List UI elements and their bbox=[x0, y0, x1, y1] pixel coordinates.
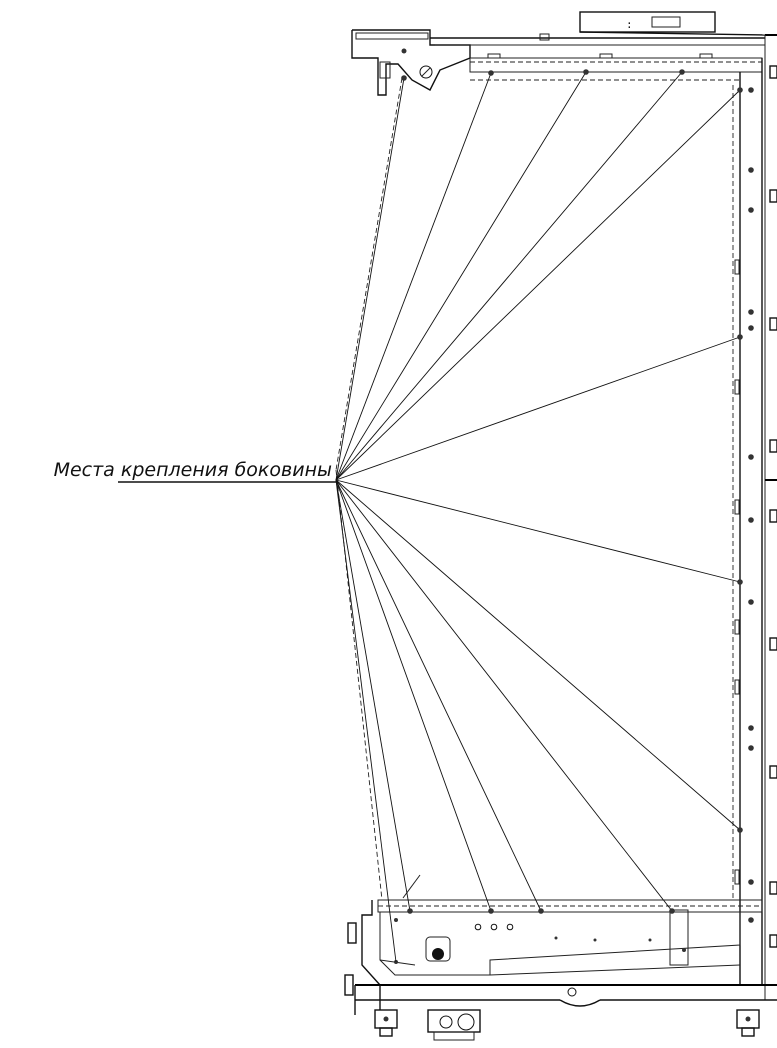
top-label-plate bbox=[579, 11, 716, 33]
attachment-point bbox=[737, 334, 743, 340]
attachment-point bbox=[737, 827, 743, 833]
top-left-bracket bbox=[351, 29, 471, 96]
callout: Места крепления боковины bbox=[54, 459, 336, 483]
attachment-point bbox=[488, 908, 494, 914]
attachment-point bbox=[583, 69, 589, 75]
attachment-point bbox=[401, 75, 407, 81]
callout-label: Места крепления боковины bbox=[54, 459, 332, 481]
top-connector bbox=[651, 16, 681, 28]
base-cutout bbox=[425, 936, 451, 962]
attachment-point bbox=[538, 908, 544, 914]
drain-icon bbox=[432, 948, 444, 960]
attachment-point bbox=[488, 70, 494, 76]
attachment-point bbox=[407, 908, 413, 914]
top-rail bbox=[469, 57, 763, 73]
bottom-base-assembly bbox=[344, 874, 777, 1041]
attachment-point bbox=[679, 69, 685, 75]
leader-lines bbox=[335, 71, 741, 963]
right-frame-column bbox=[732, 35, 777, 1000]
attachment-point bbox=[737, 87, 743, 93]
attachment-points bbox=[401, 69, 743, 914]
base-pan bbox=[379, 912, 741, 976]
top-header-assembly: : bbox=[351, 11, 777, 96]
attachment-point bbox=[737, 579, 743, 585]
attachment-point bbox=[669, 908, 675, 914]
svg-text::: : bbox=[626, 18, 633, 31]
